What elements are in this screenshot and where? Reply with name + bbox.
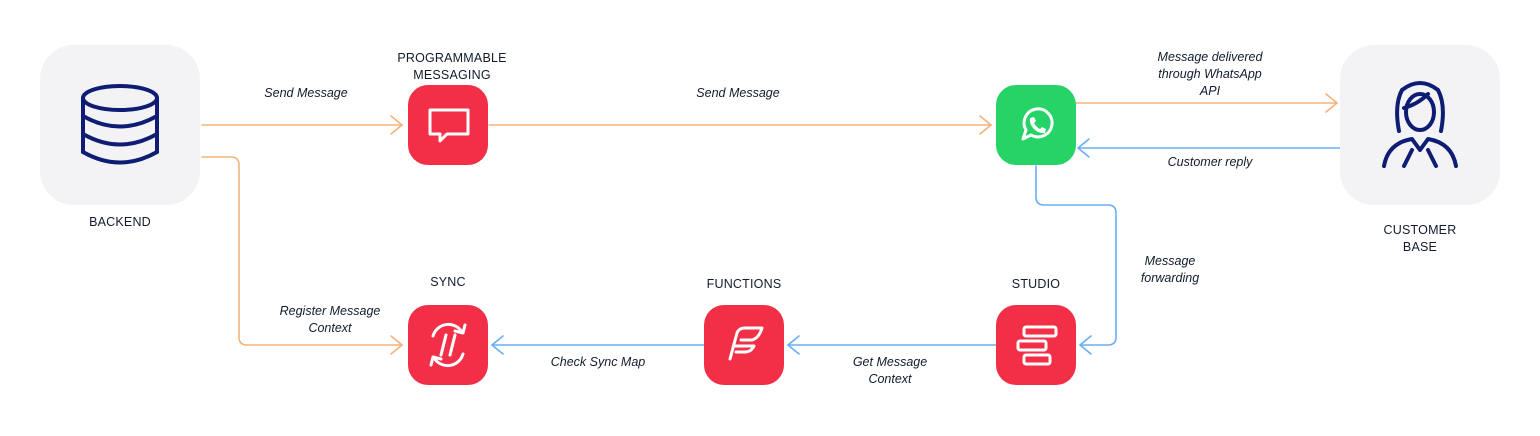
node-studio: STUDIO xyxy=(996,277,1076,385)
customer-label-line1: CUSTOMER xyxy=(1384,223,1457,237)
edge-label-backend-messaging: Send Message xyxy=(264,86,347,100)
edge-label-forwarding-line1: Message xyxy=(1145,254,1196,268)
messaging-tile xyxy=(408,85,488,165)
edge-messaging-to-whatsapp xyxy=(488,115,992,135)
edges xyxy=(201,93,1341,355)
edge-whatsapp-to-studio xyxy=(1035,165,1117,355)
woman-user-icon xyxy=(1382,81,1458,168)
edge-line xyxy=(201,156,403,346)
node-programmable-messaging: PROGRAMMABLE MESSAGING xyxy=(397,51,506,165)
studio-flow-icon xyxy=(1016,325,1058,366)
edge-label-customer-reply: Customer reply xyxy=(1168,155,1253,169)
sync-tile xyxy=(408,305,488,385)
node-functions: FUNCTIONS xyxy=(704,277,784,385)
arrowhead xyxy=(979,115,992,135)
studio-label: STUDIO xyxy=(1012,277,1061,291)
sync-label: SYNC xyxy=(430,275,466,289)
edge-whatsapp-to-customer xyxy=(1075,93,1338,113)
edge-label-delivered-line2: through WhatsApp xyxy=(1158,67,1262,81)
edge-label-messaging-whatsapp: Send Message xyxy=(696,86,779,100)
sync-arrows-icon xyxy=(429,322,467,368)
edge-labels: Send Message Send Message Message delive… xyxy=(264,50,1263,386)
arrowhead xyxy=(1325,93,1338,113)
arrowhead xyxy=(390,115,403,135)
edge-backend-to-sync xyxy=(201,156,403,355)
arrowhead xyxy=(1077,138,1090,158)
whatsapp-icon xyxy=(1021,107,1054,141)
functions-label: FUNCTIONS xyxy=(707,277,782,291)
edge-label-get-context-line1: Get Message xyxy=(853,355,927,369)
edge-label-forwarding-line2: forwarding xyxy=(1141,271,1199,285)
edge-label-check-sync-map: Check Sync Map xyxy=(551,355,646,369)
node-sync: SYNC xyxy=(408,275,488,385)
whatsapp-tile xyxy=(996,85,1076,165)
edge-label-delivered-line1: Message delivered xyxy=(1158,50,1264,64)
node-backend: BACKEND xyxy=(40,45,200,229)
customer-tile xyxy=(1340,45,1500,205)
edge-customer-to-whatsapp xyxy=(1077,138,1341,158)
functions-icon xyxy=(728,326,764,361)
backend-label: BACKEND xyxy=(89,215,151,229)
edge-label-get-context-line2: Context xyxy=(868,372,912,386)
edge-label-register-line2: Context xyxy=(308,321,352,335)
edge-backend-to-messaging xyxy=(201,115,403,135)
edge-line xyxy=(1035,165,1117,346)
arrowhead xyxy=(787,335,800,355)
studio-tile xyxy=(996,305,1076,385)
chat-bubble-icon xyxy=(428,108,470,143)
edge-functions-to-sync xyxy=(491,335,705,355)
messaging-label-line1: PROGRAMMABLE xyxy=(397,51,506,65)
edge-label-delivered-line3: API xyxy=(1199,84,1221,98)
customer-label-line2: BASE xyxy=(1403,240,1437,254)
edge-studio-to-functions xyxy=(787,335,997,355)
database-icon xyxy=(81,84,159,165)
node-whatsapp xyxy=(996,85,1076,165)
edge-label-register-line1: Register Message xyxy=(280,304,381,318)
messaging-label-line2: MESSAGING xyxy=(413,68,491,82)
arrowhead xyxy=(1079,335,1092,355)
arrowhead xyxy=(390,335,403,355)
arrowhead xyxy=(491,335,504,355)
node-customer-base: CUSTOMER BASE xyxy=(1340,45,1500,254)
